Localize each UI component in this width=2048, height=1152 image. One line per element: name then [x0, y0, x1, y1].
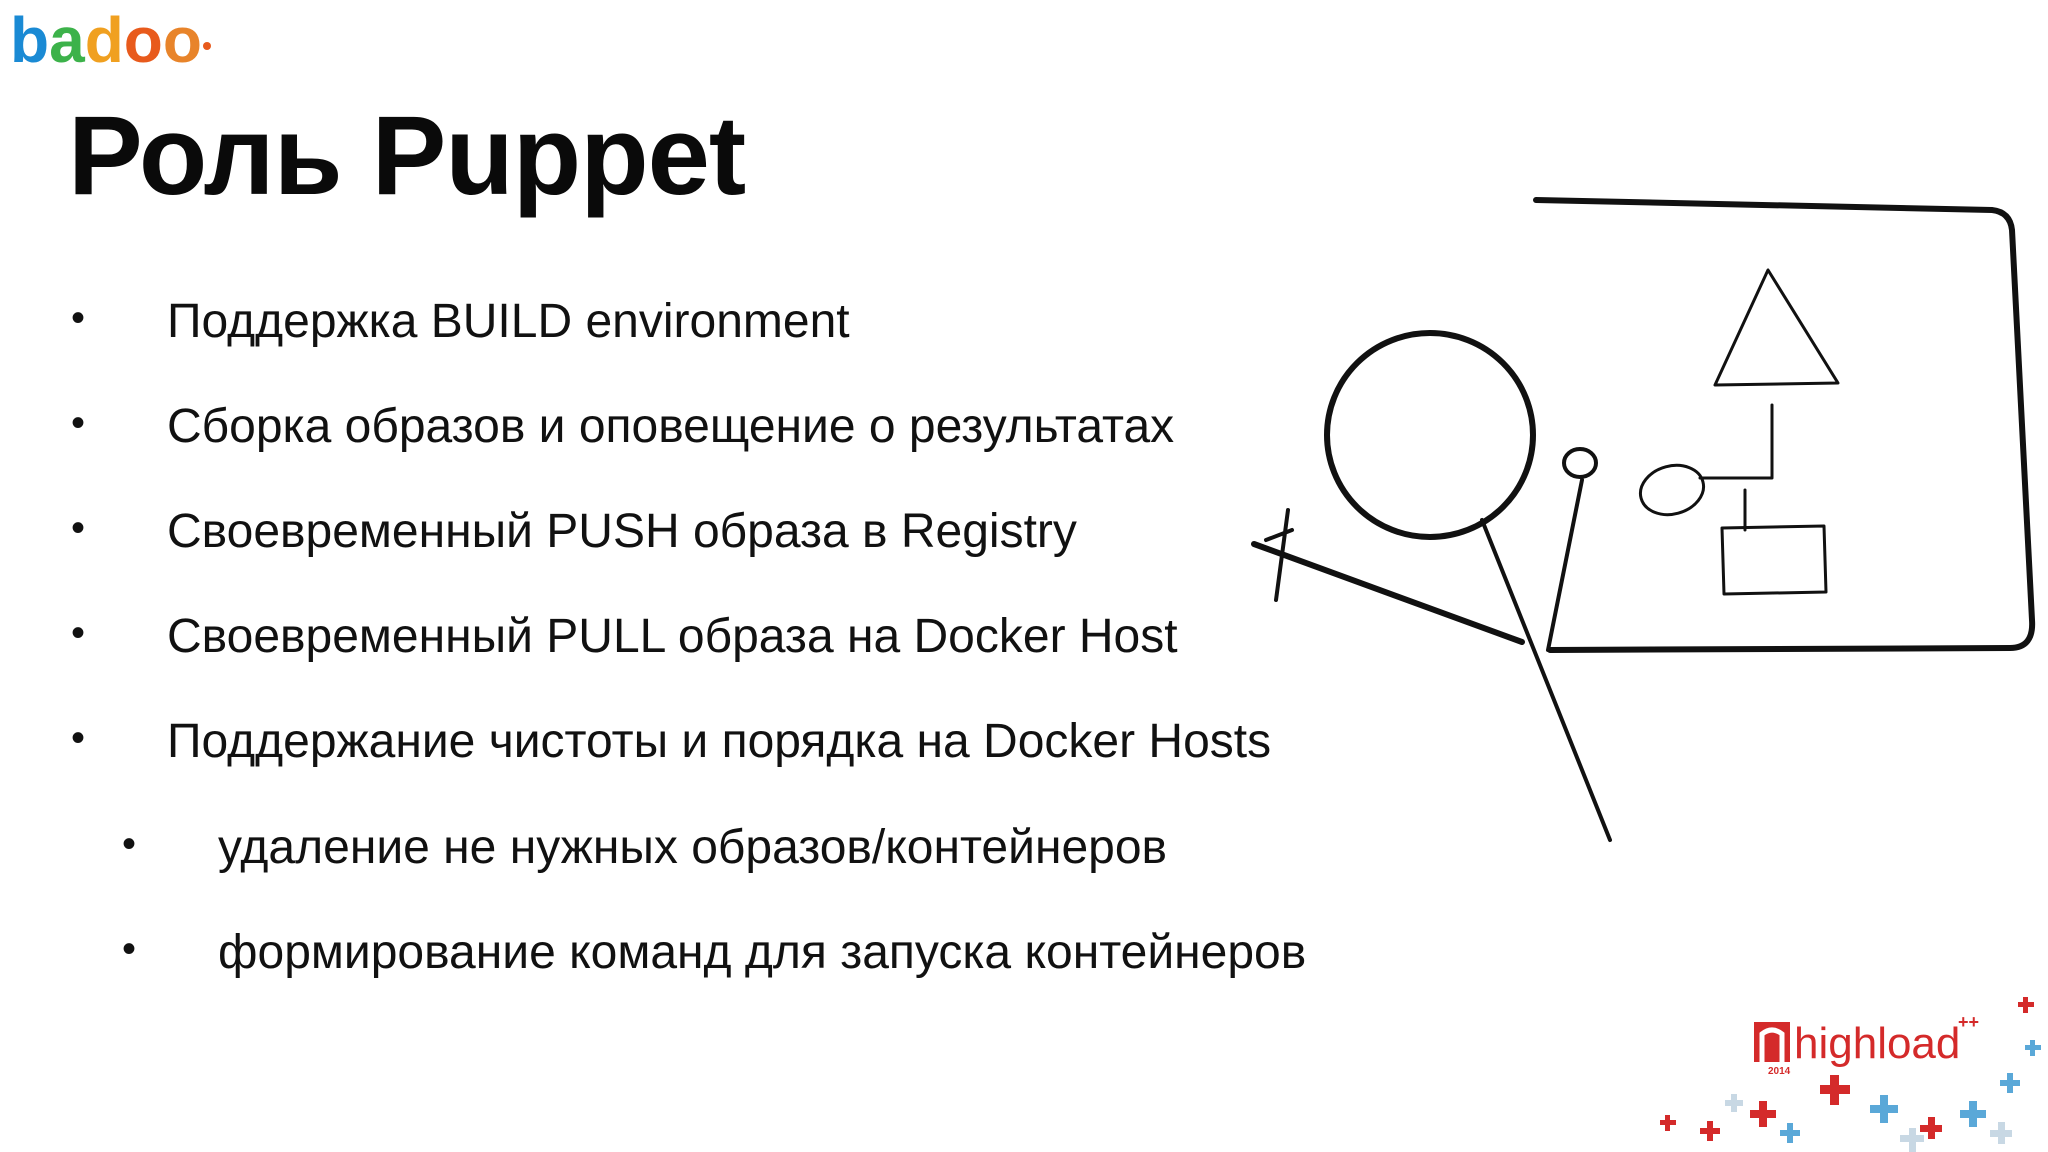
badoo-logo: badoo	[10, 4, 211, 76]
puppet-body-line	[1480, 518, 1612, 842]
bullet-text: Своевременный PUSH образа в Registry	[167, 505, 1077, 558]
logo-letter-d: d	[85, 4, 124, 76]
connector-line	[1698, 403, 1774, 480]
bullet-dot: •	[71, 506, 86, 550]
bullet-item: • Поддержка BUILD environment	[71, 295, 850, 348]
wand	[1264, 508, 1294, 602]
bullet-text: Своевременный PULL образа на Docker Host	[167, 610, 1178, 663]
decorative-crosses-light	[1725, 1094, 2012, 1152]
bullet-item: • Сборка образов и оповещение о результа…	[71, 400, 1175, 453]
sub-bullet-item: • формирование команд для запуска контей…	[122, 926, 1307, 979]
bullet-text: Поддержание чистоты и порядка на Docker …	[167, 715, 1272, 768]
bullet-dot: •	[71, 296, 86, 340]
bullet-text: удаление не нужных образов/контейнеров	[218, 821, 1168, 874]
ellipse-shape	[1638, 463, 1706, 517]
puppet-string	[1546, 478, 1584, 652]
highload-brand-text: highload	[1794, 1019, 1960, 1068]
logo-letter-a: a	[49, 4, 85, 76]
logo-letter-b: b	[10, 4, 49, 76]
bullet-dot: •	[71, 611, 86, 655]
bullet-item: • Поддержание чистоты и порядка на Docke…	[71, 715, 1272, 768]
bullet-dot: •	[71, 716, 86, 760]
bullet-text: Поддержка BUILD environment	[167, 295, 850, 348]
decorative-crosses-blue	[1780, 1040, 2041, 1143]
highload-superscript: ++	[1958, 1012, 1979, 1032]
decorative-crosses	[1660, 997, 2034, 1141]
bullet-item: • Своевременный PUSH образа в Registry	[71, 505, 1077, 558]
logo-letter-o1: o	[124, 4, 163, 76]
puppet-string-knob	[1562, 447, 1598, 479]
rectangle-shape	[1720, 524, 1828, 596]
logo-letter-o2: o	[163, 4, 202, 76]
bullet-text: Сборка образов и оповещение о результата…	[167, 400, 1175, 453]
triangle-shape	[1713, 268, 1840, 387]
bullet-dot: •	[71, 401, 86, 445]
bullet-item: • Своевременный PULL образа на Docker Ho…	[71, 610, 1178, 663]
highload-event-logo: highload ++ 2014	[1660, 997, 2041, 1152]
highload-year: 2014	[1768, 1066, 1791, 1077]
slide-title: Роль Puppet	[68, 93, 746, 218]
svg-text:badoo: badoo	[10, 4, 202, 76]
bullet-text: формирование команд для запуска контейне…	[218, 926, 1307, 979]
bullet-dot: •	[122, 822, 137, 866]
puppet-arm	[1251, 541, 1525, 645]
sub-bullet-item: • удаление не нужных образов/контейнеров	[122, 821, 1168, 874]
puppet-head	[1324, 330, 1536, 540]
bullet-dot: •	[122, 927, 137, 971]
puppet-sketch-illustration	[1251, 197, 2036, 842]
board-frame	[1533, 197, 2036, 653]
